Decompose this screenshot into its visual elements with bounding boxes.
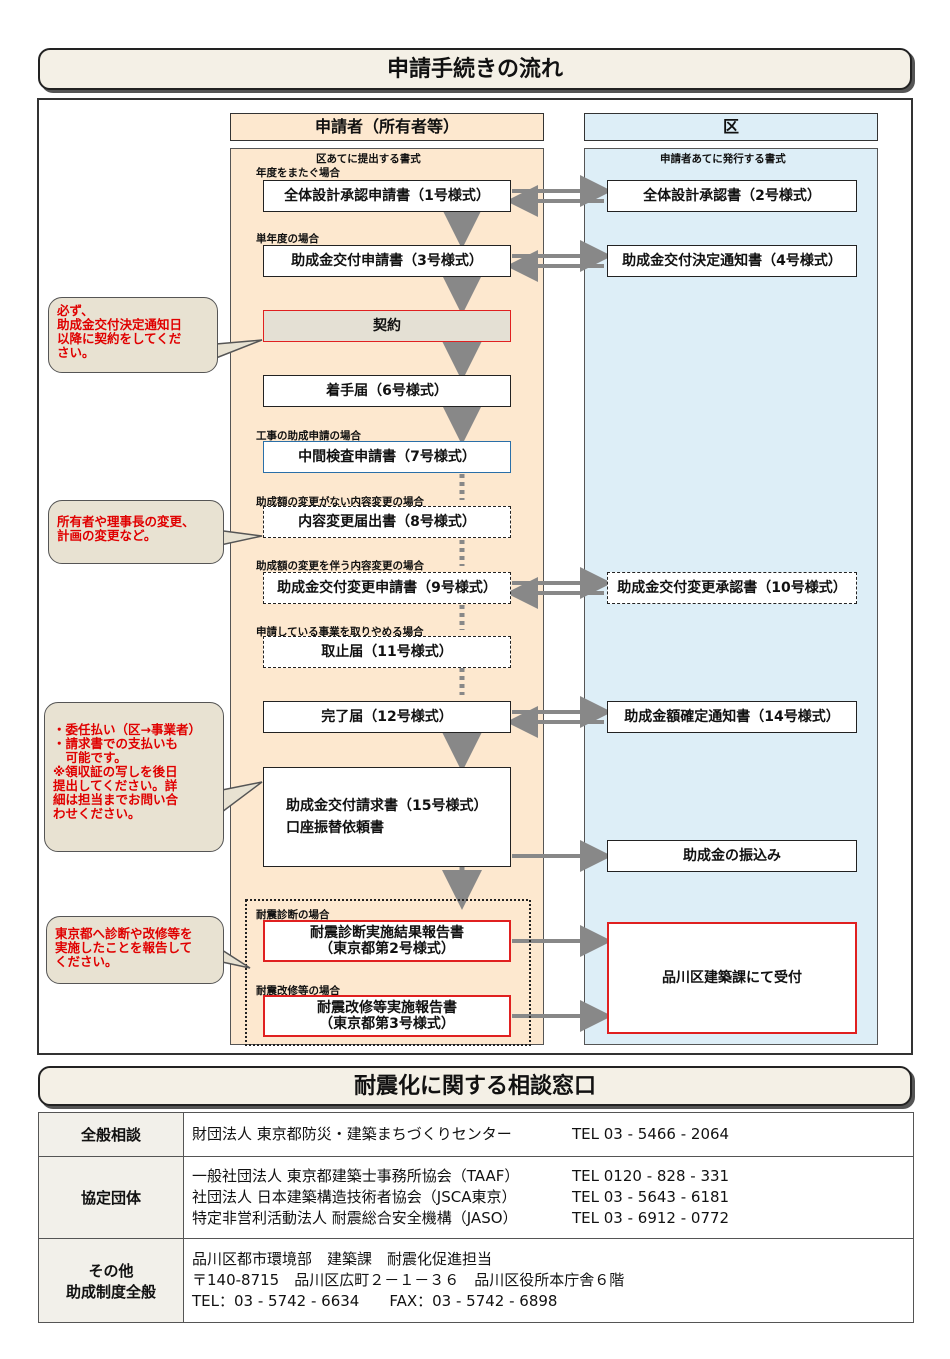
label-single-year: 単年度の場合 [256, 233, 319, 245]
contact-body: 一般社団法人 東京都建築士事務所協会（TAAF）TEL 0120 - 828 -… [183, 1156, 914, 1239]
label-retrofit: 耐震改修等の場合 [256, 985, 340, 997]
callout-payment: ・委任払い（区→事業者）・請求書での支払いも 可能です。 ※領収証の写しを後日提… [44, 702, 224, 852]
form-15-line-1: 助成金交付請求書（15号様式） [286, 798, 488, 814]
flow-frame [37, 98, 913, 1055]
tokyo-form-2-line-2: （東京都第2号様式） [319, 941, 455, 957]
label-diagnosis: 耐震診断の場合 [256, 909, 330, 921]
form-6-box: 着手届（6号様式） [263, 375, 511, 407]
callout-report: 東京都へ診断や改修等を実施したことを報告してください。 [46, 916, 224, 984]
contact-head: 協定団体 [38, 1156, 184, 1239]
form-11-box: 取止届（11号様式） [263, 636, 511, 668]
subhead-ward: 申請者あてに発行する書式 [660, 153, 786, 165]
form-15-box: 助成金交付請求書（15号様式） 口座振替依頼書 [263, 767, 511, 867]
form-9-box: 助成金交付変更申請書（9号様式） [263, 572, 511, 604]
contact-head: 全般相談 [38, 1112, 184, 1157]
reception-box: 品川区建築課にて受付 [607, 922, 857, 1034]
form-4-box: 助成金交付決定通知書（4号様式） [607, 245, 857, 277]
callout-change: 所有者や理事長の変更、計画の変更など。 [48, 500, 224, 564]
contract-box: 契約 [263, 310, 511, 342]
column-head-ward: 区 [584, 113, 878, 141]
label-cancel: 申請している事業を取りやめる場合 [256, 626, 424, 638]
page-title: 申請手続きの流れ [38, 48, 912, 90]
form-2-box: 全体設計承認書（2号様式） [607, 180, 857, 212]
form-1-box: 全体設計承認申請書（1号様式） [263, 180, 511, 212]
form-7-box: 中間検査申請書（7号様式） [263, 441, 511, 473]
label-multi-year: 年度をまたぐ場合 [256, 167, 340, 179]
contact-head: その他助成制度全般 [38, 1238, 184, 1323]
tokyo-form-3-line-1: 耐震改修等実施報告書 [317, 1000, 457, 1016]
tokyo-form-3-box: 耐震改修等実施報告書 （東京都第3号様式） [263, 995, 511, 1037]
form-14-box: 助成金額確定通知書（14号様式） [607, 701, 857, 733]
tokyo-form-2-line-1: 耐震診断実施結果報告書 [310, 925, 464, 941]
contact-body: 品川区都市環境部 建築課 耐震化促進担当 〒140-8715 品川区広町２－１－… [183, 1238, 914, 1323]
subhead-applicant: 区あてに提出する書式 [316, 153, 421, 165]
label-change-with-amount: 助成額の変更を伴う内容変更の場合 [256, 560, 424, 572]
tokyo-form-2-box: 耐震診断実施結果報告書 （東京都第2号様式） [263, 920, 511, 962]
callout-contract: 必ず、助成金交付決定通知日以降に契約をしてください。 [48, 297, 218, 373]
column-head-applicant: 申請者（所有者等） [230, 113, 544, 141]
form-12-box: 完了届（12号様式） [263, 701, 511, 733]
tokyo-form-3-line-2: （東京都第3号様式） [319, 1016, 455, 1032]
contact-title: 耐震化に関する相談窓口 [38, 1066, 912, 1106]
contact-row-other: その他助成制度全般 品川区都市環境部 建築課 耐震化促進担当 〒140-8715… [38, 1238, 914, 1323]
form-10-box: 助成金交付変更承認書（10号様式） [607, 572, 857, 604]
label-change-no-amount: 助成額の変更がない内容変更の場合 [256, 496, 424, 508]
form-15-line-2: 口座振替依頼書 [286, 820, 384, 836]
payment-box: 助成金の振込み [607, 840, 857, 872]
form-8-box: 内容変更届出書（8号様式） [263, 506, 511, 538]
contact-row-partners: 協定団体 一般社団法人 東京都建築士事務所協会（TAAF）TEL 0120 - … [38, 1156, 914, 1239]
form-3-box: 助成金交付申請書（3号様式） [263, 245, 511, 277]
label-construction: 工事の助成申請の場合 [256, 430, 361, 442]
